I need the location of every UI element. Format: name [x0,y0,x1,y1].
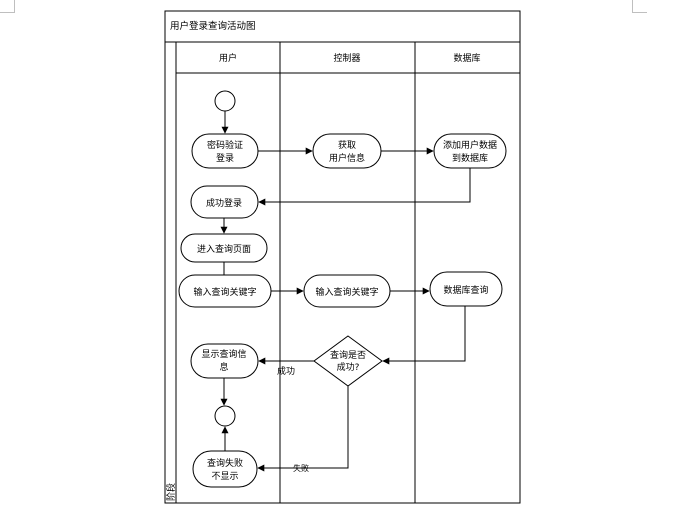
node-query-fail-hide-line2: 不显示 [211,471,238,482]
node-db-query [429,271,503,307]
node-get-user-info-line2: 用户信息 [329,152,365,164]
flow-add-data-to-login-success [258,168,471,206]
node-get-user-info-line1: 获取 [338,140,356,151]
node-show-query-info-line1: 显示查询信 [201,348,246,360]
page-corner-mark-top-right [632,0,647,13]
lane-header-database: 数据库 [453,52,480,64]
node-password-verify-line2: 登录 [216,153,234,164]
diagram-frame [164,10,521,504]
node-login-success-label: 成功登录 [206,197,242,209]
flow-decision-fail [257,386,349,472]
node-add-user-data-line2: 到数据库 [452,152,488,164]
decision-query-success [313,335,383,387]
node-query-fail-hide-line1: 查询失败 [207,457,243,469]
diagram-title: 用户登录查询活动图 [170,20,256,32]
node-password-verify-line1: 密码验证 [207,139,243,151]
final-node [214,405,236,427]
stage-label: 阶段 [165,483,177,501]
lane-header-user: 用户 [219,52,237,64]
guard-fail-label: 失败 [293,463,309,473]
node-db-query-label: 数据库查询 [443,284,488,296]
lane-header-controller: 控制器 [333,52,360,64]
flow-db-query-to-decision [382,306,466,365]
page-corner-mark-top-left [0,0,15,13]
start-node [214,90,236,112]
node-input-keyword-controller-label: 输入查询关键字 [315,286,378,298]
decision-query-success-line2: 成功? [337,361,360,373]
node-show-query-info-line2: 息 [219,361,228,373]
guard-success-label: 成功 [277,365,295,377]
node-add-user-data-line1: 添加用户数据 [443,139,497,151]
node-enter-query-page-label: 进入查询页面 [197,243,251,255]
node-input-keyword-user-label: 输入查询关键字 [193,286,256,298]
decision-query-success-line1: 查询是否 [330,349,366,361]
